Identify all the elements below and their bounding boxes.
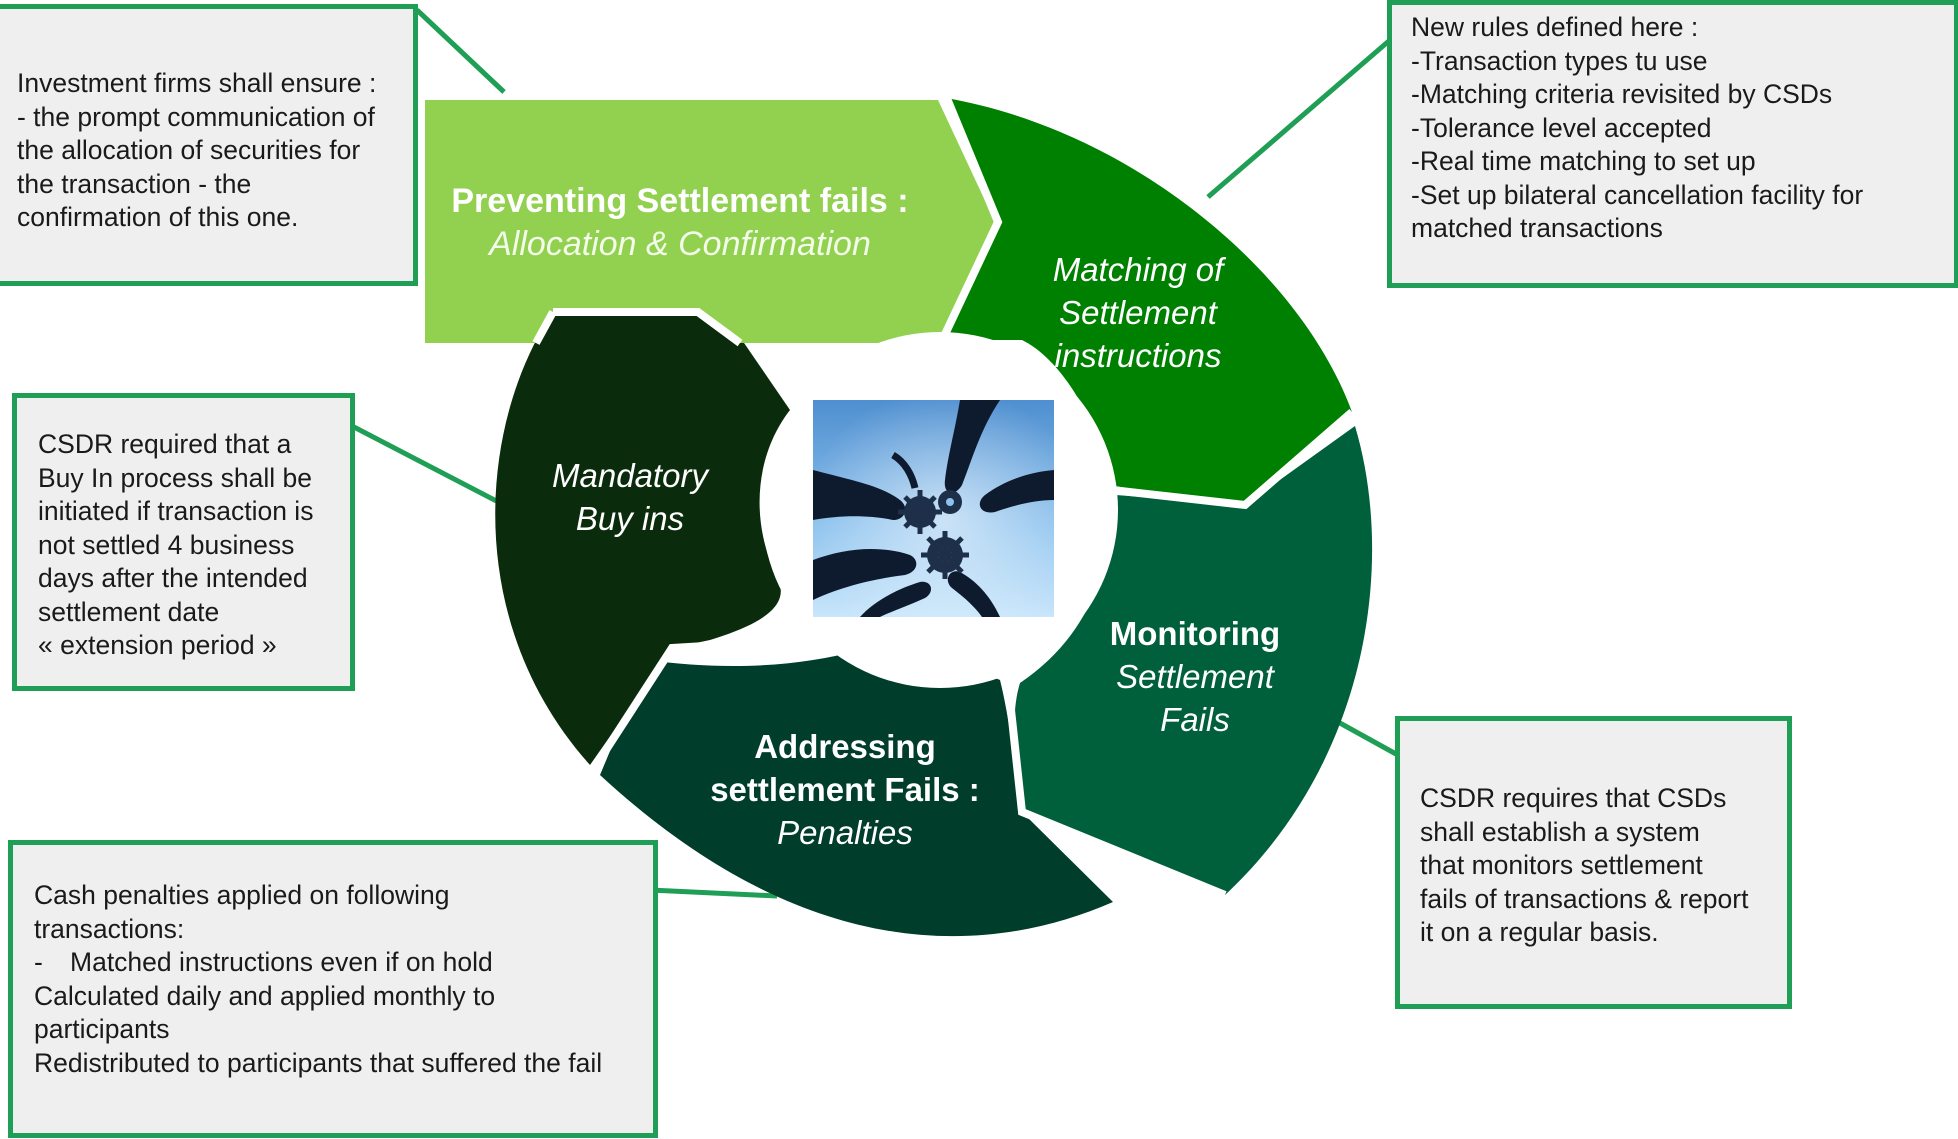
matching-line-2: Settlement — [1059, 294, 1217, 331]
note-bullet-item: -Matched instructions even if on hold — [34, 946, 653, 980]
connector-penalties — [649, 887, 778, 899]
note-investment-firms: Investment firms shall ensure : - the pr… — [0, 4, 418, 286]
note-line: New rules defined here : — [1411, 12, 1699, 42]
note-line: matched transactions — [1411, 213, 1663, 243]
monitoring-line-1: Monitoring — [1109, 615, 1281, 652]
note-new-rules: New rules defined here : -Transaction ty… — [1387, 0, 1958, 288]
note-csdr-monitoring: CSDR requires that CSDs shall establish … — [1395, 716, 1792, 1009]
note-csdr-buy-in: CSDR required that a Buy In process shal… — [12, 393, 355, 691]
segment-label-preventing: Preventing Settlement fails : Allocation… — [430, 180, 930, 266]
note-cash-penalties: Cash penalties applied on following tran… — [8, 840, 658, 1138]
connector-new-rules — [1206, 38, 1392, 199]
note-line: settlement date — [38, 596, 220, 627]
bullet-dash: - — [34, 947, 43, 977]
segment-label-addressing: Addressing settlement Fails : Penalties — [680, 725, 1010, 854]
note-line: the allocation of securities for — [17, 135, 361, 165]
matching-line-3: instructions — [1054, 337, 1222, 374]
note-line: -Tolerance level accepted — [1411, 112, 1712, 143]
note-line: confirmation of this one. — [17, 202, 299, 232]
note-line: -Set up bilateral cancellation facility … — [1411, 179, 1864, 210]
note-line: CSDR requires that CSDs — [1420, 783, 1727, 813]
segment-label-mandatory: Mandatory Buy ins — [520, 454, 740, 540]
matching-line-1: Matching of — [1052, 251, 1224, 288]
segment-matching — [940, 98, 1352, 505]
connector-investment — [415, 8, 506, 94]
note-line: initiated if transaction is — [38, 496, 314, 526]
note-line: Investment firms shall ensure : — [17, 68, 377, 98]
segment-mandatory — [495, 312, 790, 765]
note-line: Redistributed to participants that suffe… — [34, 1047, 603, 1078]
note-line: that monitors settlement — [1420, 850, 1703, 880]
note-line: shall establish a system — [1420, 816, 1700, 847]
monitoring-line-2: Settlement — [1116, 658, 1274, 695]
note-line: fails of transactions & report — [1420, 883, 1749, 914]
segment-addressing — [600, 649, 1113, 937]
note-line: transactions: — [34, 913, 185, 944]
mandatory-line-1: Mandatory — [552, 457, 708, 494]
addressing-line-3: Penalties — [777, 814, 913, 851]
note-line: « extension period » — [38, 630, 277, 660]
segment-label-monitoring: Monitoring Settlement Fails — [1085, 612, 1305, 741]
note-line: - the prompt communication of — [17, 101, 375, 132]
segment-label-matching: Matching of Settlement instructions — [1008, 248, 1268, 377]
preventing-subtitle: Allocation & Confirmation — [489, 225, 871, 263]
note-line: Buy In process shall be — [38, 462, 312, 493]
note-line: -Transaction types tu use — [1411, 45, 1708, 76]
note-line: days after the intended — [38, 563, 308, 593]
segment-monitoring — [1014, 426, 1373, 895]
mandatory-line-2: Buy ins — [575, 500, 685, 537]
addressing-line-1: Addressing — [754, 728, 936, 765]
note-line: -Real time matching to set up — [1411, 146, 1756, 176]
note-line: the transaction - the — [17, 168, 252, 199]
addressing-line-2: settlement Fails : — [710, 771, 980, 808]
note-line: -Matching criteria revisited by CSDs — [1411, 79, 1833, 109]
bullet-text: Matched instructions even if on hold — [70, 947, 493, 977]
segment-preventing — [425, 100, 995, 343]
monitoring-line-3: Fails — [1160, 701, 1230, 738]
note-line: CSDR required that a — [38, 429, 292, 459]
connector-buyin — [350, 423, 510, 510]
note-line: Calculated daily and applied monthly to — [34, 980, 496, 1011]
note-line: Cash penalties applied on following — [34, 880, 450, 910]
preventing-title: Preventing Settlement fails : — [451, 182, 909, 220]
note-line: it on a regular basis. — [1420, 917, 1659, 947]
note-line: not settled 4 business — [38, 529, 295, 560]
note-line: participants — [34, 1014, 170, 1044]
hands-with-gears-photo — [813, 400, 1054, 617]
